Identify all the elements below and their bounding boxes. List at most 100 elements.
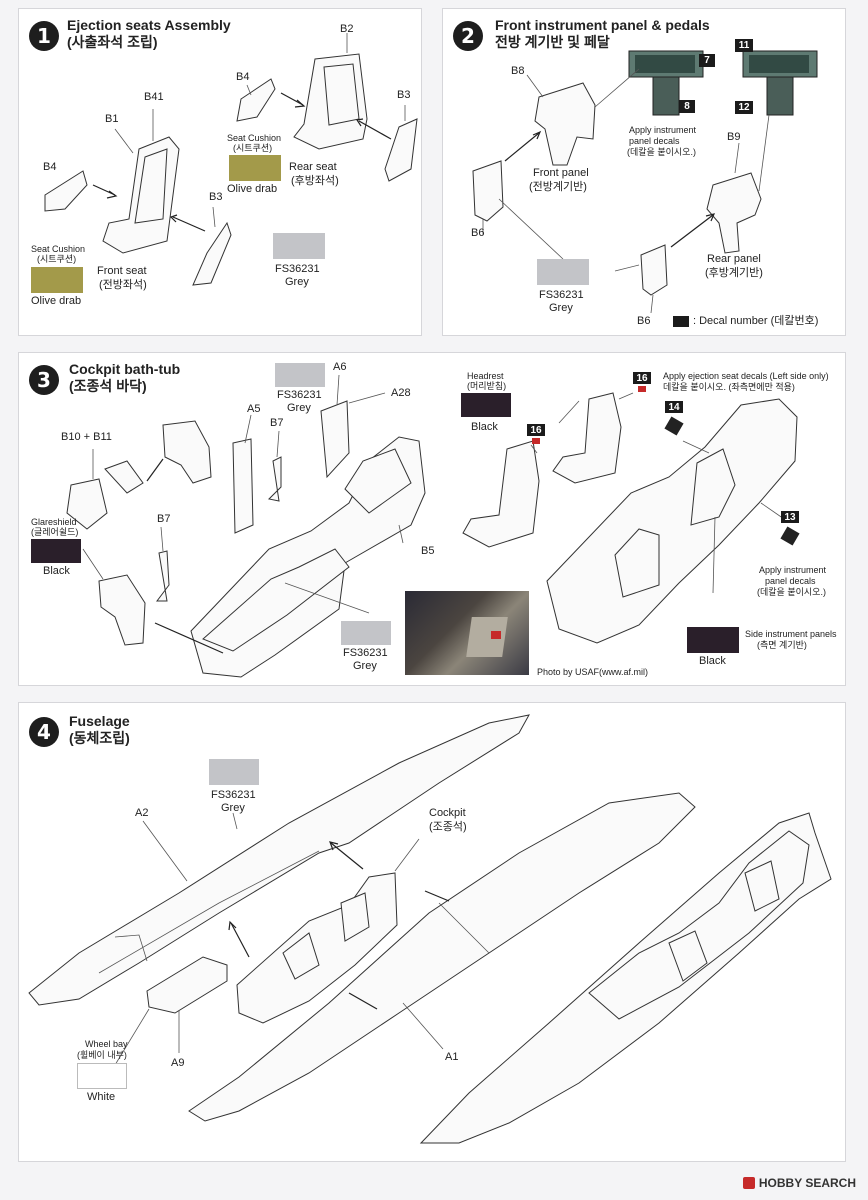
decal-16-right: 16 xyxy=(633,372,651,384)
part-b1-label: B1 xyxy=(105,113,119,125)
hobby-search-logo-icon xyxy=(742,1177,755,1189)
rear-cushion-label-kr: (시트쿠션) xyxy=(233,143,273,153)
decal-13: 13 xyxy=(781,511,799,523)
part-b3-front-label: B3 xyxy=(209,191,223,203)
photo-credit: Photo by USAF(www.af.mil) xyxy=(537,667,649,677)
apply-seat-decals-line1: Apply ejection seat decals (Left side on… xyxy=(663,371,829,381)
headrest-label-kr: (머리받침) xyxy=(467,381,507,391)
decal-14: 14 xyxy=(665,401,683,413)
olive-drab-swatch-front xyxy=(31,267,83,293)
decal-legend-swatch xyxy=(673,316,689,327)
apply-seat-decals-line2: 데칼을 붙이시오. (좌측면에만 적용) xyxy=(663,382,795,392)
rear-seat-label: Rear seat xyxy=(289,161,337,173)
rear-panel-label: Rear panel xyxy=(707,253,761,265)
decal-legend-text: : Decal number (데칼번호) xyxy=(693,315,819,327)
decal-7: 7 xyxy=(699,54,715,67)
wheel-bay-color: White xyxy=(87,1091,116,1103)
rear-cushion-label: Seat Cushion xyxy=(227,133,282,143)
grey-swatch-step4 xyxy=(209,759,259,785)
decal-12: 12 xyxy=(735,101,753,114)
side-panels-label: Side instrument panels xyxy=(745,629,837,639)
part-b41-label: B41 xyxy=(144,91,164,103)
headrest-label: Headrest xyxy=(467,371,504,381)
rear-panel-label-kr: (후방계기반) xyxy=(705,267,763,279)
front-cushion-label-kr: (시트쿠션) xyxy=(37,254,77,264)
step-3-subtitle: (조종석 바닥) xyxy=(69,378,147,394)
step-3-drawing xyxy=(19,353,847,687)
step-4-badge: 4 xyxy=(29,717,59,747)
step-4-panel: 4 Fuselage (동체조립) FS362 xyxy=(18,702,846,1162)
front-seat-label: Front seat xyxy=(97,265,147,277)
grey-name-step3-bottom: Grey xyxy=(353,660,377,672)
step-2-subtitle: 전방 계기반 및 페달 xyxy=(495,34,610,50)
decal-16-left-mark xyxy=(532,438,540,444)
cockpit-label: Cockpit xyxy=(429,807,466,819)
grey-name-step2: Grey xyxy=(549,302,573,314)
part-a1-label: A1 xyxy=(445,1051,459,1063)
glareshield-color: Black xyxy=(43,565,70,577)
grey-code-step3-bottom: FS36231 xyxy=(343,647,388,659)
step-2-drawing xyxy=(443,9,847,337)
part-b4-front-label: B4 xyxy=(43,161,57,173)
grey-name-step4: Grey xyxy=(221,802,245,814)
apply-panel-decals-line1: Apply instrument xyxy=(759,565,827,575)
decal-11: 11 xyxy=(735,39,753,52)
apply-decals-line2: panel decals xyxy=(629,136,680,146)
part-a28-label: A28 xyxy=(391,387,411,399)
part-b7-top-label: B7 xyxy=(270,417,284,429)
apply-panel-decals-line3: (데칼을 붙이시오.) xyxy=(757,587,826,597)
grey-code-step4: FS36231 xyxy=(211,789,256,801)
front-panel-label: Front panel xyxy=(533,167,589,179)
step-4-subtitle: (동체조립) xyxy=(69,730,130,746)
part-a5-label: A5 xyxy=(247,403,261,415)
step-2-badge: 2 xyxy=(453,21,483,51)
grey-name-step3-top: Grey xyxy=(287,402,311,414)
step-3-badge: 3 xyxy=(29,365,59,395)
hobby-search-brand: HOBBY SEARCH xyxy=(758,1176,856,1190)
decal-16-right-mark xyxy=(638,386,646,392)
front-cushion-label: Seat Cushion xyxy=(31,244,86,254)
part-b9-label: B9 xyxy=(727,131,741,143)
wheel-bay-label-kr: (휠베이 내부) xyxy=(77,1050,127,1060)
apply-panel-decals-line2: panel decals xyxy=(765,576,816,586)
cockpit-label-kr: (조종석) xyxy=(429,821,467,833)
grey-swatch-step2 xyxy=(537,259,589,285)
wheel-bay-label: Wheel bay xyxy=(85,1039,128,1049)
step-4-title: Fuselage xyxy=(69,713,130,729)
grey-code-step3-top: FS36231 xyxy=(277,389,322,401)
part-a6-label: A6 xyxy=(333,361,347,373)
part-b4-rear-label: B4 xyxy=(236,71,250,83)
front-panel-label-kr: (전방계기반) xyxy=(529,181,587,193)
glareshield-label: Glareshield xyxy=(31,517,77,527)
decal-8: 8 xyxy=(679,100,695,113)
step-2-title: Front instrument panel & pedals xyxy=(495,17,710,33)
glareshield-label-kr: (글레어쉴드) xyxy=(31,527,79,537)
part-a2-label: A2 xyxy=(135,807,149,819)
part-b6-front-label: B6 xyxy=(471,227,485,239)
step-2-panel: 2 Front instrument panel & pedals 전방 계기반… xyxy=(442,8,846,336)
grey-code-step2: FS36231 xyxy=(539,289,584,301)
grey-name-step1: Grey xyxy=(285,276,309,288)
step-4-drawing xyxy=(19,703,847,1163)
part-b3-rear-label: B3 xyxy=(397,89,411,101)
grey-swatch-step3-bottom xyxy=(341,621,391,645)
step-1-badge: 1 xyxy=(29,21,59,51)
apply-decals-line3: (데칼을 붙이시오.) xyxy=(627,147,696,157)
grey-swatch-step3-top xyxy=(275,363,325,387)
part-b2-label: B2 xyxy=(340,23,354,35)
front-cushion-color: Olive drab xyxy=(31,295,82,307)
apply-decals-line1: Apply instrument xyxy=(629,125,697,135)
step-1-panel: 1 Ejection seats Assembly (사출좌석 조립) xyxy=(18,8,422,336)
side-panels-color: Black xyxy=(699,655,726,667)
step-1-subtitle: (사출좌석 조립) xyxy=(67,34,158,50)
rear-seat-label-kr: (후방좌석) xyxy=(291,175,339,187)
olive-drab-swatch-rear xyxy=(229,155,281,181)
black-swatch-glareshield xyxy=(31,539,81,563)
hobby-search-watermark: HOBBY SEARCH xyxy=(742,1176,856,1190)
side-panels-label-kr: (측면 계기반) xyxy=(757,640,807,650)
part-b5-label: B5 xyxy=(421,545,435,557)
grey-code-step1: FS36231 xyxy=(275,263,320,275)
front-seat-label-kr: (전방좌석) xyxy=(99,279,147,291)
part-b6-rear-label: B6 xyxy=(637,315,651,327)
black-swatch-side-panels xyxy=(687,627,739,653)
